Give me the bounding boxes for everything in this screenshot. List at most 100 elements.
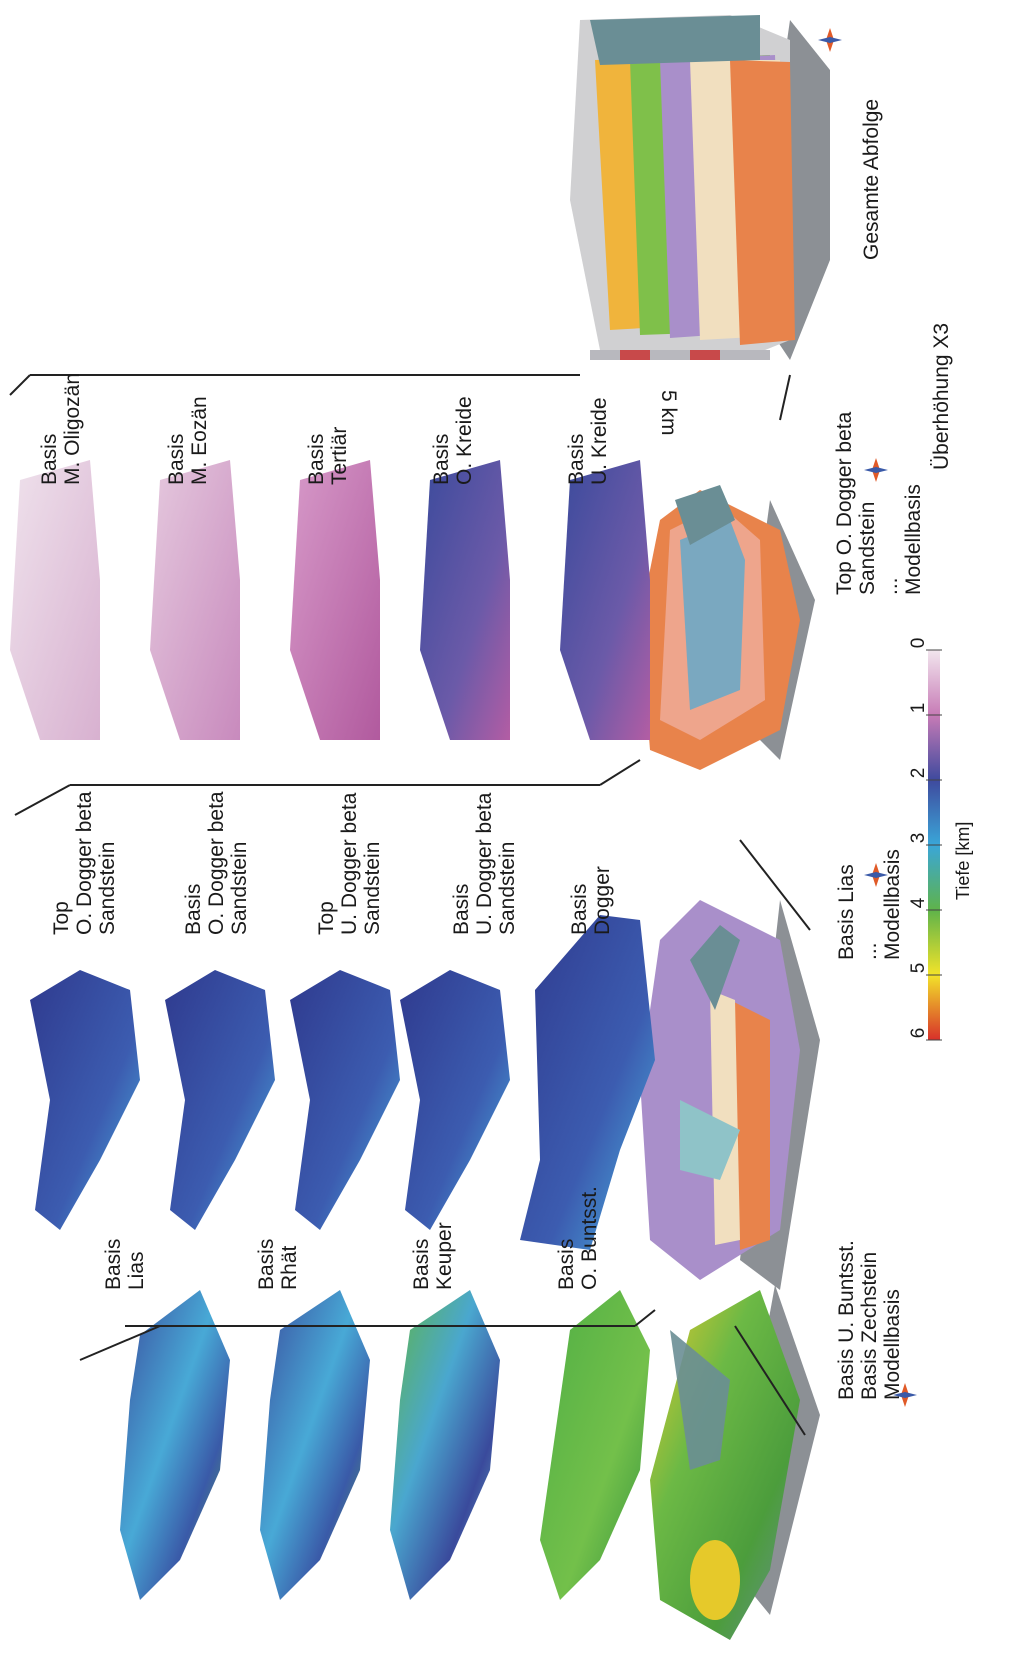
layer-label-line: M. Eozän — [188, 396, 211, 485]
north-arrow-icon — [864, 863, 888, 887]
bottom-label-line: Basis U. Buntsst. — [835, 1240, 858, 1400]
bracket-line — [739, 839, 811, 931]
legend-tick-label: 5 — [908, 963, 929, 974]
panel-4-full-sequence — [570, 15, 830, 360]
layer-label-line: Keuper — [433, 1222, 456, 1290]
fault-block — [590, 15, 760, 65]
layer-orange — [730, 1000, 770, 1250]
layer-label-line: O. Dogger beta — [205, 791, 228, 935]
legend-title: Tiefe [km] — [953, 821, 973, 900]
layer-label-line: Basis — [450, 883, 473, 935]
layer-label-line: Sandstein — [96, 841, 119, 935]
bottom-label-line: Top O. Dogger beta — [833, 411, 856, 595]
surface-basis-u-kreide — [560, 460, 650, 740]
layer-label-line: Rhät — [278, 1245, 301, 1290]
legend-tick-label: 3 — [908, 833, 929, 844]
salt-dome — [690, 1540, 740, 1620]
bracket-line — [79, 1325, 161, 1361]
layer-label-line: Lias — [125, 1251, 148, 1290]
layer-blue — [680, 520, 745, 710]
legend-tick-label: 1 — [908, 703, 929, 714]
surface-top-o-dogger-beta — [30, 970, 140, 1230]
layer-label-line: Basis — [182, 883, 205, 935]
panel-2-bottom-label: Basis Lias...Modellbasis — [835, 849, 904, 960]
layer-label-line: O. Dogger beta — [73, 791, 96, 935]
legend-tick-label: 0 — [908, 638, 929, 649]
panel-4-caption: Gesamte Abfolge — [860, 98, 883, 260]
bracket-line — [779, 374, 791, 421]
fault-block — [675, 485, 735, 545]
legend-tick-label: 6 — [908, 1028, 929, 1039]
surface-basis-tertiaer — [290, 460, 380, 740]
panel-1-surfaces — [79, 1285, 820, 1640]
layer-label-line: Basis — [305, 433, 328, 485]
surface-top-u-dogger-beta — [290, 970, 400, 1230]
surface-basis-o-buntsst — [540, 1290, 650, 1600]
layer-orange — [730, 60, 795, 345]
layer-label-line: O. Buntsst. — [578, 1186, 601, 1290]
surface-basis-m-eozaen — [150, 460, 240, 740]
bracket-line — [599, 759, 641, 786]
layer-label-line: Basis — [165, 433, 188, 485]
panel-3-surfaces — [9, 374, 815, 770]
layer-label-line: Basis — [430, 433, 453, 485]
scale-bar-label: 5 km — [657, 390, 680, 436]
bottom-label-line: ... — [879, 577, 902, 595]
bottom-label-line: Modellbasis — [902, 484, 925, 595]
layer-label-line: U. Dogger beta — [338, 792, 361, 935]
layer-label-line: Basis — [565, 433, 588, 485]
layer-label-line: M. Oligozän — [61, 372, 84, 485]
bottom-label-line: ... — [858, 942, 881, 960]
panel-2-surfaces — [14, 759, 820, 1290]
surface-basis-rhaet — [260, 1290, 370, 1600]
bracket-line — [734, 1325, 806, 1436]
exaggeration-label: Überhöhung X3 — [930, 322, 953, 470]
layer-label-line: Sandstein — [228, 841, 251, 935]
surface-basis-keuper — [390, 1290, 500, 1600]
north-arrow-icon — [893, 1383, 917, 1407]
layer-label-line: Dogger — [591, 866, 614, 935]
legend-ticks: 0 1 2 3 4 5 6 — [908, 638, 942, 1041]
layer-label-line: Basis — [555, 1238, 578, 1290]
legend-tick-label: 4 — [908, 897, 929, 908]
bracket-line — [9, 374, 31, 396]
layer-label-line: Basis — [568, 883, 591, 935]
layer-label-line: Basis — [255, 1238, 278, 1290]
north-arrow-icon — [818, 28, 842, 52]
layer-cream — [710, 990, 740, 1245]
legend-tick-label: 2 — [908, 768, 929, 779]
layer-label-line: Basis — [38, 433, 61, 485]
layer-label-line: Tertiär — [328, 426, 351, 485]
bottom-label-line: Basis Zechstein — [858, 1251, 881, 1400]
layer-label-line: Sandstein — [496, 841, 519, 935]
layer-label-line: Basis — [102, 1238, 125, 1290]
fault-block — [680, 1100, 740, 1180]
surface-basis-m-oligozaen — [10, 460, 100, 740]
bracket-line — [634, 1309, 656, 1327]
bottom-label-line: Basis Lias — [835, 864, 858, 960]
bottom-label-line: Sandstein — [856, 501, 879, 595]
fault-block — [690, 925, 740, 1010]
surface-basis-dogger — [520, 915, 655, 1250]
layer-label-line: O. Kreide — [453, 396, 476, 485]
surface-basis-o-dogger-beta — [165, 970, 275, 1230]
bottom-label-line: Modellbasis — [881, 849, 904, 960]
